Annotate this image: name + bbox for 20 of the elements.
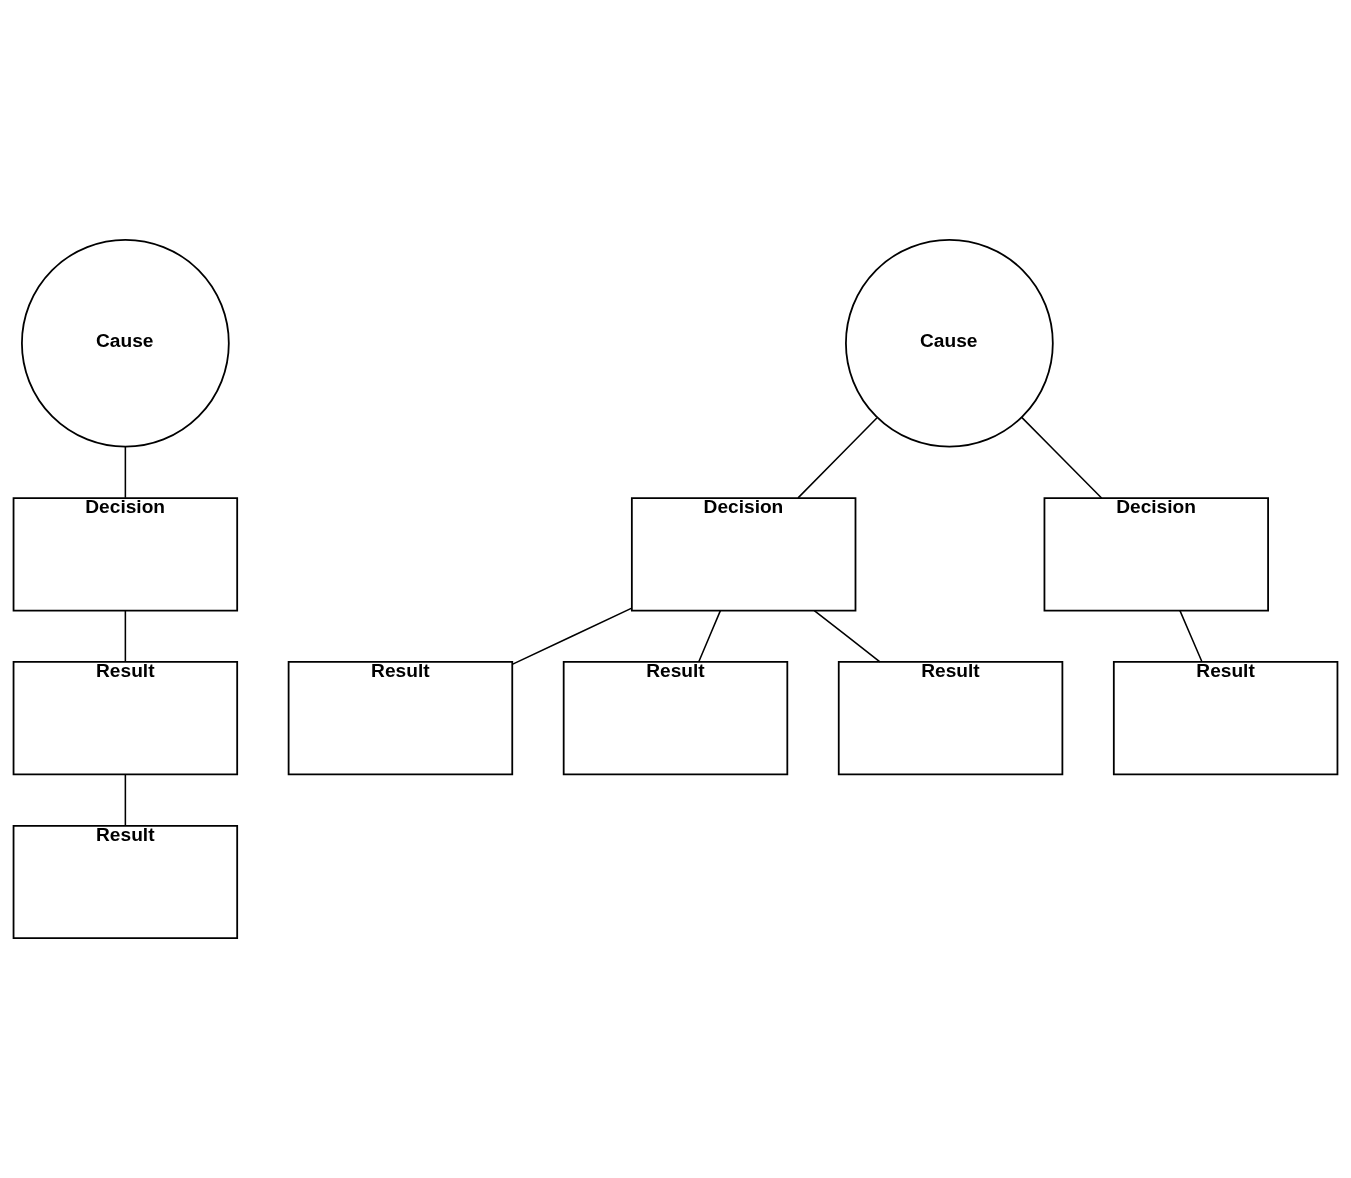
node-box: Result — [287, 661, 514, 776]
node-box: Result — [12, 661, 239, 776]
node-box: Result — [837, 661, 1064, 776]
connector — [124, 446, 127, 499]
node-circle: Cause — [21, 238, 230, 448]
connector — [813, 609, 881, 663]
connector — [797, 417, 878, 499]
connector — [512, 607, 633, 665]
connector — [124, 773, 127, 827]
connector — [124, 609, 127, 663]
node-box: Decision — [12, 497, 239, 612]
node-box: Result — [12, 824, 239, 940]
node-box: Decision — [630, 497, 857, 612]
node-box: Result — [1112, 661, 1339, 776]
connector — [1020, 416, 1103, 499]
connector — [698, 609, 722, 663]
node-circle: Cause — [845, 238, 1054, 448]
node-box: Decision — [1043, 497, 1269, 612]
node-box: Result — [562, 661, 789, 776]
connector — [1179, 609, 1203, 663]
